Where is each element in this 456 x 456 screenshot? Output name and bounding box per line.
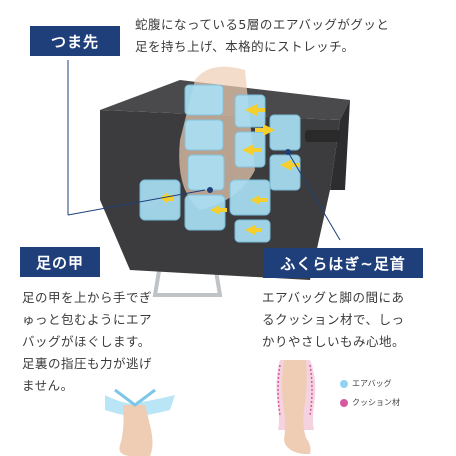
leg-illustration (276, 360, 316, 454)
toe-line-1: 蛇腹になっている5層のエアバッグがグッと (135, 17, 390, 32)
calf-tag: ふくらはぎ~足首 (263, 248, 423, 278)
calf-line-1: エアバッグと脚の間にあ (262, 290, 405, 305)
cushion-dot-icon (340, 398, 348, 407)
instep-line-1: 足の甲を上から手でぎ (22, 290, 153, 305)
calf-description: エアバッグと脚の間にあ るクッション材で、しっ かりやさしいもみ心地。 (262, 287, 454, 353)
legend-airbag-label: エアバッグ (352, 379, 392, 388)
legend-cushion-label: クッション材 (352, 398, 400, 407)
toe-description: 蛇腹になっている5層のエアバッグがグッと 足を持ち上げ、本格的にストレッチ。 (135, 14, 445, 58)
instep-line-5: ません。 (22, 378, 74, 393)
legend-cushion: クッション材 (340, 397, 400, 408)
instep-tag: 足の甲 (20, 247, 100, 277)
instep-line-2: ゅっと包むようにエア (22, 312, 153, 327)
toe-line-2: 足を持ち上げ、本格的にストレッチ。 (135, 39, 355, 54)
calf-line-2: るクッション材で、しっ (262, 312, 405, 327)
foot-illustration (105, 388, 175, 456)
legend-airbag: エアバッグ (340, 378, 400, 389)
massager-illustration (100, 66, 350, 297)
calf-line-3: かりやさしいもみ心地。 (262, 334, 406, 349)
instep-description: 足の甲を上から手でぎ ゅっと包むようにエア バッグがほぐします。 足裏の指圧も力… (22, 287, 222, 397)
instep-line-4: 足裏の指圧も力が逃げ (22, 356, 153, 371)
instep-line-3: バッグがほぐします。 (22, 334, 151, 349)
toe-tag: つま先 (30, 26, 120, 56)
legend: エアバッグ クッション材 (340, 378, 400, 408)
airbag-dot-icon (340, 379, 348, 388)
